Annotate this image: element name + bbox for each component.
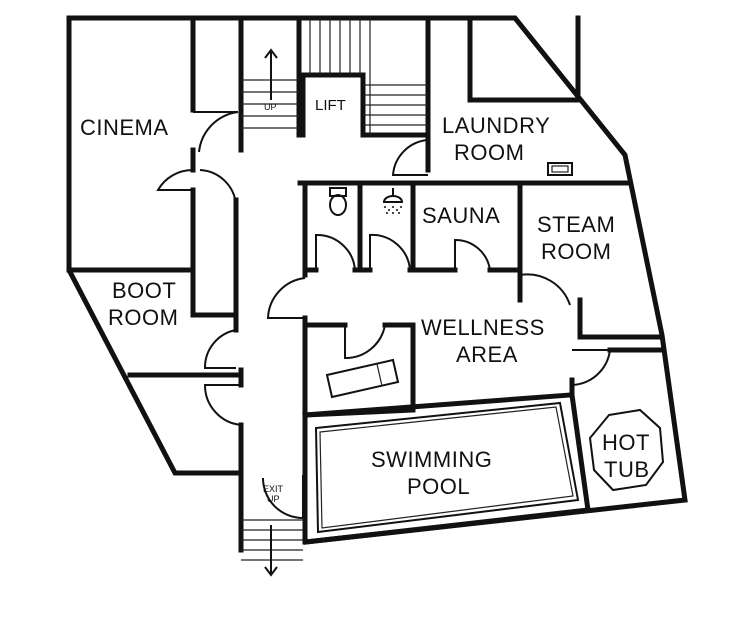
stair-up-label: UP (264, 102, 277, 112)
hot-tub-label-line2: TUB (604, 457, 650, 482)
laundry-label-line2: ROOM (454, 140, 524, 165)
washing-machine-icon (547, 162, 573, 176)
outer-walls (66, 15, 688, 553)
shower-icon (382, 188, 404, 214)
boot-room-label-line1: BOOT (112, 278, 176, 303)
exit-door (262, 475, 304, 520)
swimming-pool-label-line1: SWIMMING (371, 447, 492, 472)
steam-room-label-line2: ROOM (541, 239, 611, 264)
stair-arrow-down-icon (264, 525, 278, 577)
wellness-area-label-line1: WELLNESS (421, 315, 545, 340)
hot-tub-octagon (588, 408, 665, 492)
lift-label: LIFT (315, 97, 346, 114)
steam-room-label-line1: STEAM (537, 212, 615, 237)
toilet-icon (329, 187, 347, 216)
boot-room-label-line2: ROOM (108, 305, 178, 330)
wellness-area-label-line2: AREA (456, 342, 518, 367)
swimming-pool (314, 401, 580, 534)
exit-label-line2: UP (267, 494, 280, 504)
exit-label-line1: EXIT (263, 484, 284, 494)
laundry-label-line1: LAUNDRY (442, 113, 550, 138)
stair-arrow-up-icon (264, 48, 278, 100)
hot-tub-label-line1: HOT (602, 430, 650, 455)
doors (156, 111, 665, 426)
swimming-pool-label-line2: POOL (407, 474, 470, 499)
sauna-label: SAUNA (422, 203, 500, 228)
cinema-label: CINEMA (80, 115, 169, 140)
sun-lounger-icon (325, 358, 400, 399)
